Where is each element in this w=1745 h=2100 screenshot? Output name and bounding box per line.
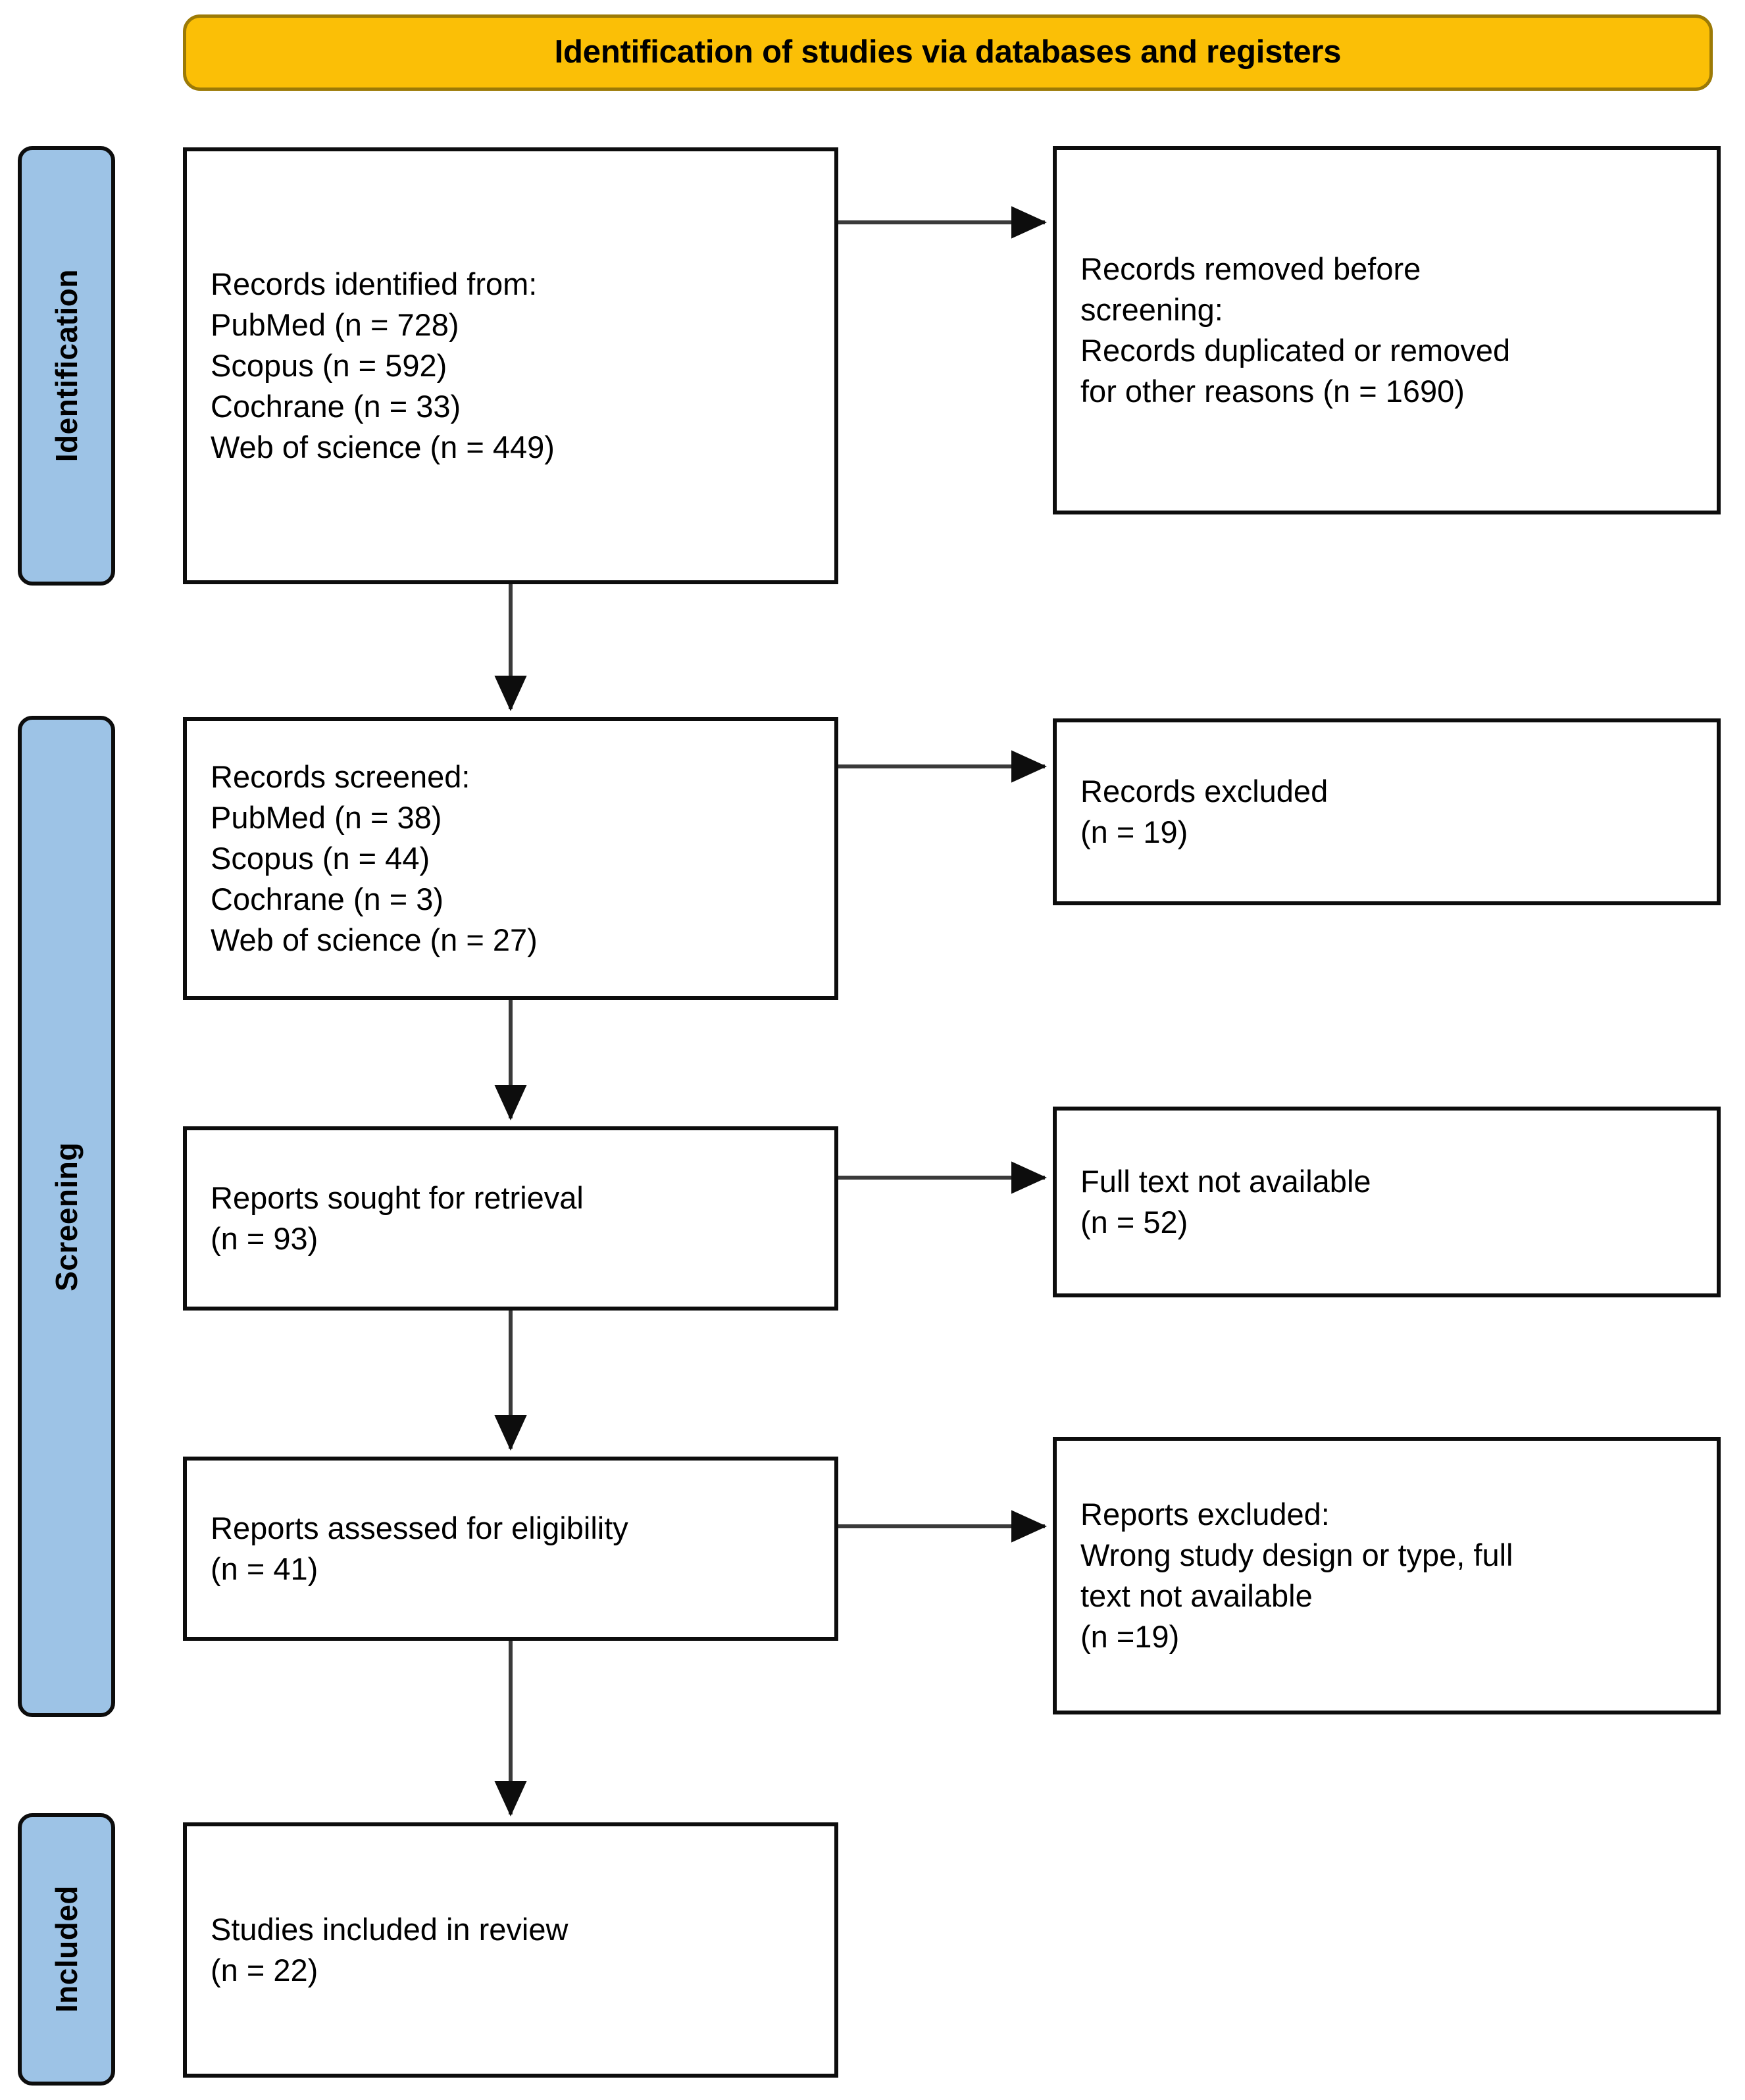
box-full-text-not-available: Full text not available (n = 52) — [1053, 1107, 1721, 1297]
box-records-excluded: Records excluded (n = 19) — [1053, 718, 1721, 905]
stage-label-identification-text: Identification — [49, 269, 84, 463]
box-studies-included-in-review-text: Studies included in review (n = 22) — [211, 1911, 569, 1988]
stage-label-included: Included — [18, 1813, 115, 2086]
stage-label-screening-text: Screening — [49, 1141, 84, 1291]
diagram-title-banner: Identification of studies via databases … — [183, 14, 1713, 91]
page-title: Identification of studies via databases … — [554, 34, 1342, 70]
box-records-screened: Records screened: PubMed (n = 38) Scopus… — [183, 717, 838, 1000]
box-records-identified-text: Records identified from: PubMed (n = 728… — [211, 266, 555, 465]
box-reports-assessed-for-eligibility-text: Reports assessed for eligibility (n = 41… — [211, 1510, 628, 1586]
box-records-screened-text: Records screened: PubMed (n = 38) Scopus… — [211, 759, 538, 958]
box-records-removed-before-screening-text: Records removed before screening: Record… — [1080, 251, 1511, 409]
stage-label-included-text: Included — [49, 1886, 84, 2013]
box-records-removed-before-screening: Records removed before screening: Record… — [1053, 146, 1721, 514]
stage-label-identification: Identification — [18, 146, 115, 586]
stage-label-screening: Screening — [18, 716, 115, 1717]
box-records-excluded-text: Records excluded (n = 19) — [1080, 773, 1328, 849]
box-full-text-not-available-text: Full text not available (n = 52) — [1080, 1163, 1371, 1239]
box-reports-sought-for-retrieval: Reports sought for retrieval (n = 93) — [183, 1126, 838, 1311]
box-reports-assessed-for-eligibility: Reports assessed for eligibility (n = 41… — [183, 1457, 838, 1641]
box-reports-excluded: Reports excluded: Wrong study design or … — [1053, 1437, 1721, 1714]
box-reports-excluded-text: Reports excluded: Wrong study design or … — [1080, 1496, 1513, 1655]
box-reports-sought-for-retrieval-text: Reports sought for retrieval (n = 93) — [211, 1180, 584, 1256]
box-studies-included-in-review: Studies included in review (n = 22) — [183, 1822, 838, 2078]
box-records-identified: Records identified from: PubMed (n = 728… — [183, 147, 838, 584]
